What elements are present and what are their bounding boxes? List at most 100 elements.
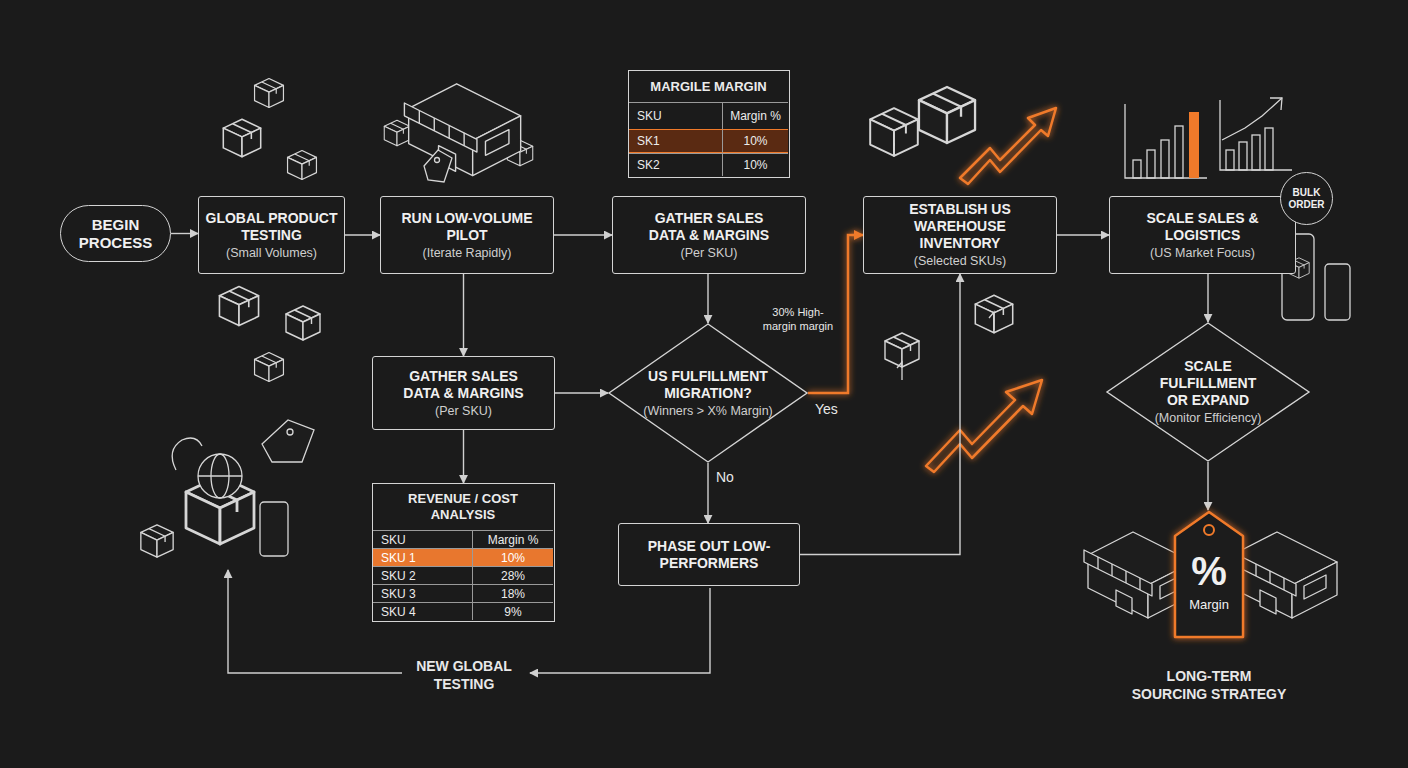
node-heading: PHASE OUT LOW-PERFORMERS [639,538,779,572]
flow-connector [1207,274,1208,322]
flow-connector [707,463,708,523]
phone-icon [260,502,288,556]
node-heading: RUN LOW-VOLUME PILOT [397,210,537,244]
flow-connector [345,234,380,235]
node-heading: GLOBAL PRODUCT TESTING [201,210,342,244]
table-heading: MARGILE MARGIN [629,71,788,102]
node-heading: SCALE FULFILLMENT OR EXPAND [1152,358,1264,409]
table-cell: SKU 1 [373,548,473,566]
phone-icon [1325,264,1350,320]
node-subtitle: (Per SKU) [681,246,738,261]
table-cell: 10% [723,129,788,153]
node-subtitle: (US Market Focus) [1150,246,1255,261]
table-cell: 10% [723,153,788,176]
decision-diamond: US FULFILLMENT MIGRATION? (Winners > X% M… [608,323,808,463]
table-cell: 9% [473,602,553,620]
diagram-note: 30% High-margin margin [758,305,838,333]
price-tag-hole [287,429,293,435]
node-heading: GATHER SALES DATA & MARGINS [638,210,780,244]
table-cell: SKU 2 [373,566,473,584]
node-heading: SCALE SALES & LOGISTICS [1144,210,1261,244]
margin-tag: % Margin [1172,510,1246,640]
node-heading: BEGIN PROCESS [69,216,162,252]
table-cell: 18% [473,584,553,602]
edge-label: Yes [815,401,838,417]
node-heading: ESTABLISH US WAREHOUSE INVENTORY [886,201,1034,252]
flow-connector [171,233,198,234]
chart-bar [1239,142,1247,170]
node-subtitle: (Winners > X% Margin) [643,404,773,419]
process-box: GATHER SALES DATA & MARGINS (Per SKU) [612,196,806,274]
flow-connector [463,430,464,483]
price-tag-icon [262,420,314,462]
chart-bar [1147,150,1155,178]
revenue-cost-table: REVENUE / COST ANALYSISSKUMargin %SKU 11… [372,483,555,622]
process-box: ESTABLISH US WAREHOUSE INVENTORY(Selecte… [863,196,1057,274]
node-heading: GATHER SALES DATA & MARGINS [393,368,534,402]
chart-bar-highlight [1189,112,1199,178]
flow-connector [554,234,612,235]
flow-connector [1207,462,1208,510]
process-box: GLOBAL PRODUCT TESTING(Small Volumes) [198,196,345,274]
flow-connector [555,392,608,393]
node-subtitle: (Iterate Rapidly) [423,246,512,261]
chart-bar [1133,160,1141,178]
globe-equator [198,475,242,476]
box-icon [255,79,284,108]
table-heading: REVENUE / COST ANALYSIS [373,484,553,530]
box-icon [919,87,975,143]
table-cell: SKU [373,530,473,548]
start-terminal: BEGIN PROCESS [60,205,171,262]
flow-connector [1057,234,1109,235]
hand-icon [172,438,202,470]
bulk-order-badge: BULK ORDER [1280,172,1333,225]
diagram-note: LONG-TERM SOURCING STRATEGY [1128,667,1290,703]
trend-arrow-head [1270,98,1282,110]
chart-bar [1265,128,1273,170]
box-icon [223,119,260,156]
table-cell: SK1 [629,129,723,153]
table-cell: Margin % [723,102,788,129]
table-cell: SKU [629,102,723,129]
node-heading: US FULFILLMENT MIGRATION? [638,368,778,402]
diamond-shape [1107,323,1309,461]
box-icon [141,525,173,557]
box-icon [219,286,258,325]
trend-line [1222,98,1282,140]
box-icon [870,108,918,156]
table-cell: SK2 [629,153,723,176]
chart-bar [1252,135,1260,170]
loop-line [530,588,710,673]
chart-bar [1226,150,1234,170]
node-heading: % [1191,548,1227,595]
growth-arrow [926,380,1042,472]
chart-axis [1125,104,1207,178]
flow-connector [463,274,464,356]
table-cell: 28% [473,566,553,584]
diamond-shape [609,324,807,462]
tag-shape [1175,512,1243,637]
node-subtitle: (Monitor Efficiency) [1155,411,1262,426]
box-icon [286,306,320,340]
process-box: RUN LOW-VOLUME PILOT (Iterate Rapidly) [380,196,554,274]
process-box: SCALE SALES & LOGISTICS (US Market Focus) [1109,196,1296,274]
node-subtitle: (Per SKU) [435,404,492,419]
table-cell: SKU 4 [373,602,473,620]
tag-hole [1204,525,1214,535]
up-arrow-icon [897,362,902,380]
chart-bar [1161,140,1169,178]
flow-connector [800,274,960,555]
node-subtitle: Margin [1189,597,1229,612]
price-tag-hole [435,158,440,163]
growth-arrow [960,108,1056,184]
diagram-note: NEW GLOBAL TESTING [405,657,523,693]
table-cell: Margin % [473,530,553,548]
price-tag-icon [424,150,452,182]
box-icon [288,151,317,180]
box-icon [255,353,284,382]
decision-diamond: SCALE FULFILLMENT OR EXPAND (Monitor Effi… [1106,322,1310,462]
process-box: GATHER SALES DATA & MARGINS (Per SKU) [372,356,555,430]
chart-bar [1175,126,1183,178]
store-icon [404,84,520,176]
edge-label: No [716,469,734,485]
